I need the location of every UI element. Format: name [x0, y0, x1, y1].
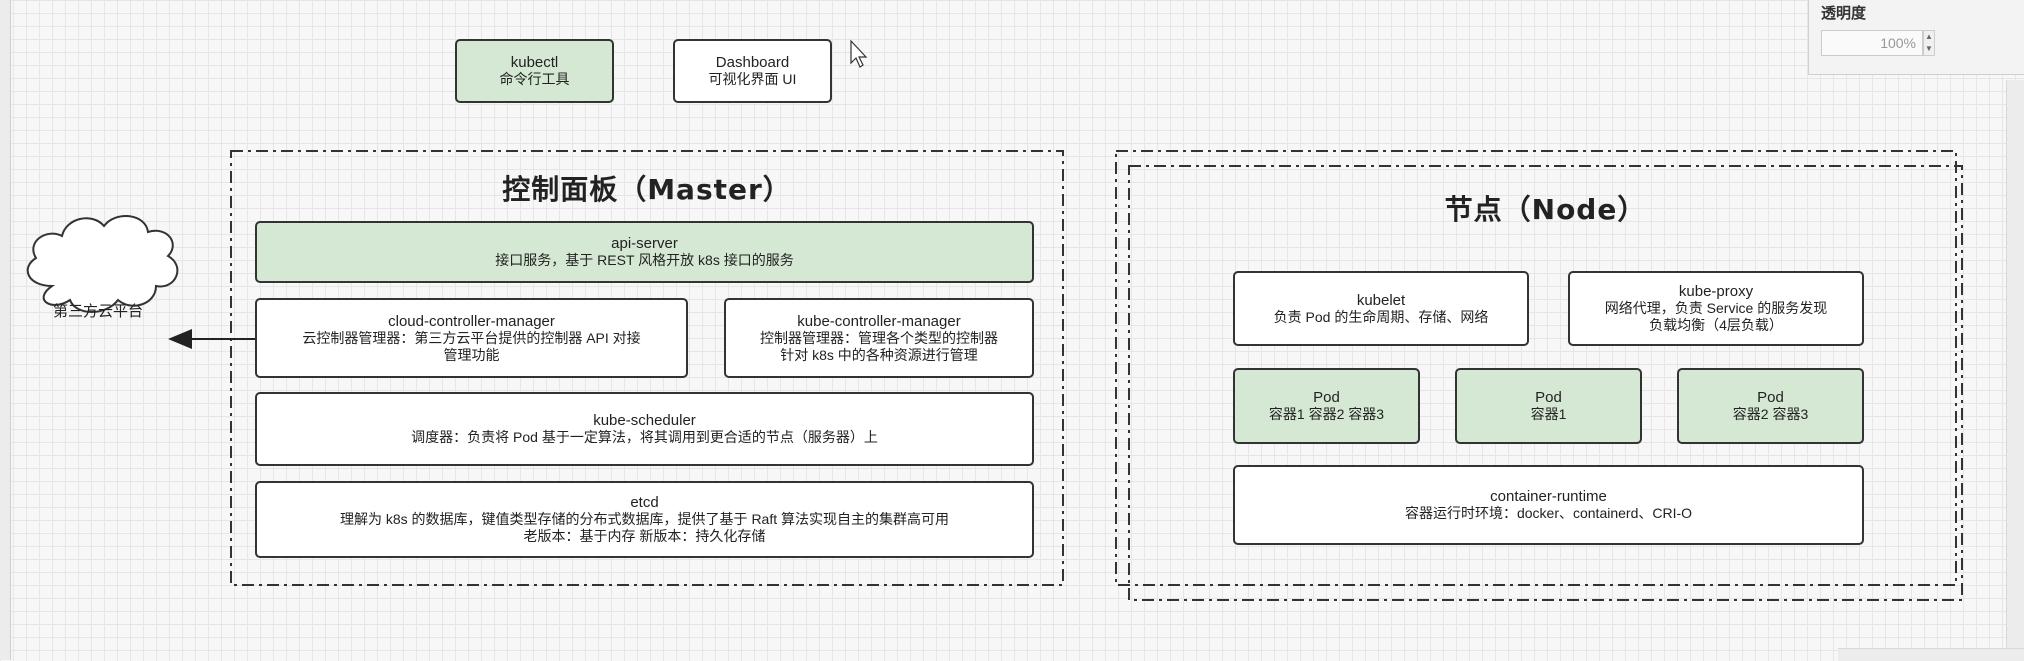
- kube-proxy-desc: 网络代理，负责 Service 的服务发现 负载均衡（4层负载）: [1604, 300, 1828, 333]
- kubelet-box[interactable]: kubelet 负责 Pod 的生命周期、存储、网络: [1233, 271, 1529, 346]
- kubelet-title: kubelet: [1356, 291, 1406, 309]
- kube-scheduler-title: kube-scheduler: [593, 412, 696, 429]
- kubectl-desc: 命令行工具: [499, 71, 570, 87]
- kube-scheduler-desc: 调度器：负责将 Pod 基于一定算法，将其调用到更合适的节点（服务器）上: [411, 429, 878, 445]
- dashboard-box[interactable]: Dashboard 可视化界面 UI: [673, 39, 832, 103]
- cloud-controller-manager-desc: 云控制器管理器：第三方云平台提供的控制器 API 对接 管理功能: [302, 329, 641, 363]
- etcd-box[interactable]: etcd 理解为 k8s 的数据库，键值类型存储的分布式数据库，提供了基于 Ra…: [255, 481, 1034, 558]
- kube-proxy-title: kube-proxy: [1678, 283, 1754, 300]
- kubectl-title: kubectl: [510, 54, 559, 71]
- container-runtime-box[interactable]: container-runtime 容器运行时环境：docker、contain…: [1233, 465, 1864, 545]
- kube-controller-manager-desc: 控制器管理器：管理各个类型的控制器 针对 k8s 中的各种资源进行管理: [760, 329, 998, 363]
- pod-containers: 容器1 容器2 容器3: [1268, 406, 1385, 422]
- pod-containers: 容器1: [1530, 406, 1567, 422]
- spin-down-icon[interactable]: ▼: [1925, 44, 1933, 53]
- mouse-cursor-icon: [850, 39, 868, 68]
- dashboard-desc: 可视化界面 UI: [708, 71, 797, 87]
- pod-containers: 容器2 容器3: [1732, 406, 1809, 422]
- container-runtime-title: container-runtime: [1490, 488, 1607, 505]
- master-dashed-border: [230, 150, 1064, 586]
- master-panel: 控制面板（Master）: [231, 151, 1063, 585]
- api-server-desc: 接口服务，基于 REST 风格开放 k8s 接口的服务: [495, 252, 794, 268]
- node-title: 节点（Node）: [1444, 193, 1647, 226]
- opacity-label: 透明度: [1821, 5, 1867, 22]
- cloud-controller-manager-title: cloud-controller-manager: [388, 312, 555, 330]
- node-dashed-border-inner: [1128, 165, 1963, 601]
- cloud-label: 第三方云平台: [52, 303, 143, 320]
- container-runtime-desc: 容器运行时环境：docker、containerd、CRI-O: [1404, 505, 1693, 521]
- kube-proxy-box[interactable]: kube-proxy 网络代理，负责 Service 的服务发现 负载均衡（4层…: [1568, 271, 1864, 346]
- dashboard-title: Dashboard: [715, 54, 790, 71]
- kube-controller-manager-box[interactable]: kube-controller-manager 控制器管理器：管理各个类型的控制…: [724, 298, 1034, 378]
- pod-box[interactable]: Pod 容器2 容器3: [1677, 368, 1864, 444]
- etcd-desc: 理解为 k8s 的数据库，键值类型存储的分布式数据库，提供了基于 Raft 算法…: [339, 511, 950, 544]
- master-title: 控制面板（Master）: [502, 173, 792, 206]
- pod-box[interactable]: Pod 容器1: [1455, 368, 1642, 444]
- kube-scheduler-box[interactable]: kube-scheduler 调度器：负责将 Pod 基于一定算法，将其调用到更…: [255, 392, 1034, 466]
- opacity-spinner[interactable]: ▲ ▼: [1923, 30, 1935, 56]
- left-panel-edge: [0, 0, 11, 660]
- api-server-box[interactable]: api-server 接口服务，基于 REST 风格开放 k8s 接口的服务: [255, 221, 1034, 283]
- node-dashed-border-outer: [1115, 150, 1957, 586]
- node-panel: 节点（Node）: [1129, 166, 1962, 600]
- kubectl-box[interactable]: kubectl 命令行工具: [455, 39, 614, 103]
- api-server-title: api-server: [611, 235, 678, 252]
- opacity-input[interactable]: 100%: [1821, 30, 1923, 56]
- vertical-scrollbar[interactable]: [2006, 80, 2024, 660]
- horizontal-scrollbar[interactable]: [1838, 648, 2024, 661]
- spin-up-icon[interactable]: ▲: [1925, 32, 1933, 41]
- pod-title: Pod: [1757, 389, 1784, 406]
- etcd-title: etcd: [630, 494, 659, 511]
- cloud-shape: [26, 214, 179, 313]
- kubelet-desc: 负责 Pod 的生命周期、存储、网络: [1273, 308, 1489, 325]
- kube-controller-manager-title: kube-controller-manager: [797, 312, 961, 330]
- format-panel: 透明度 100% ▲ ▼: [1808, 0, 2024, 75]
- pod-title: Pod: [1535, 389, 1562, 406]
- cloud-controller-manager-box[interactable]: cloud-controller-manager 云控制器管理器：第三方云平台提…: [255, 298, 688, 378]
- pod-box[interactable]: Pod 容器1 容器2 容器3: [1233, 368, 1420, 444]
- pod-title: Pod: [1313, 389, 1340, 406]
